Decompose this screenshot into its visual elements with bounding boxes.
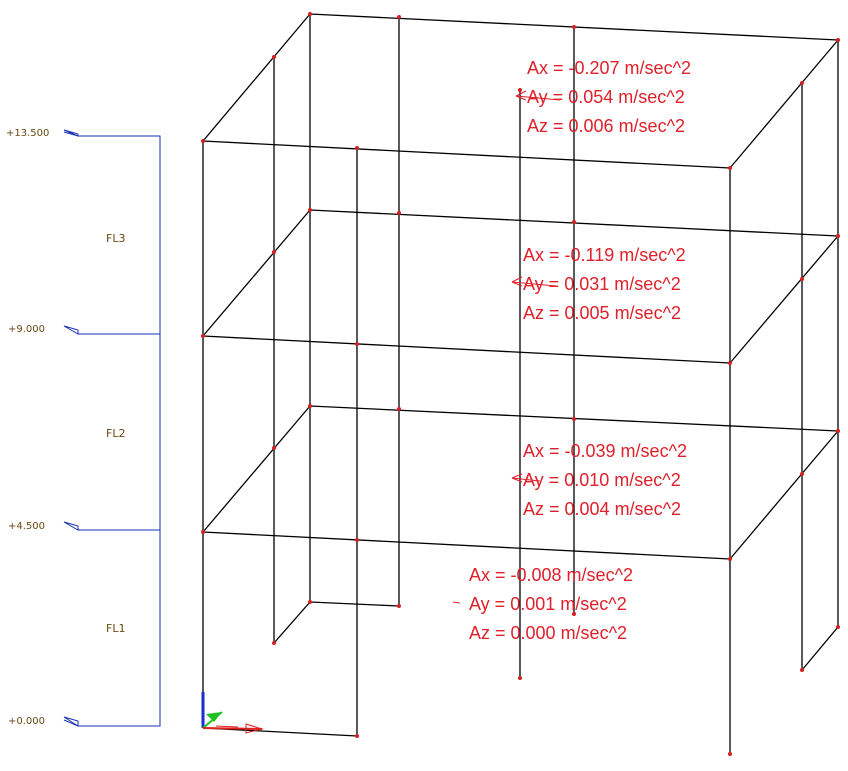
frame-nodes[interactable] (201, 12, 840, 756)
axis-triad (201, 692, 264, 734)
acceleration-block-l1: Ax = -0.039 m/sec^2 Ay = 0.010 m/sec^2 A… (511, 441, 687, 519)
floor-label: FL3 (106, 232, 125, 245)
arrow-icon (515, 90, 561, 101)
level-scale: +13.500 +9.000 +4.500 +0.000 FL3 FL2 FL1 (6, 128, 161, 727)
x-axis-icon (202, 727, 263, 730)
level-label: +13.500 (6, 128, 49, 139)
acceleration-block-l2: Ax = -0.119 m/sec^2 Ay = 0.031 m/sec^2 A… (511, 245, 686, 323)
floor-label: FL1 (106, 622, 125, 635)
acc-ay: Ay = 0.001 m/sec^2 (469, 594, 627, 614)
acc-ay: Ay = 0.054 m/sec^2 (527, 87, 685, 107)
arrow-icon (511, 276, 557, 287)
level-marker: +9.000 (8, 324, 160, 335)
level-label: +0.000 (8, 716, 45, 727)
floor-label: FL2 (106, 427, 125, 440)
acc-ax: Ax = -0.207 m/sec^2 (527, 58, 691, 78)
level-marker: +0.000 (8, 716, 79, 727)
level-label: +4.500 (8, 521, 45, 532)
acceleration-annotations: Ax = -0.207 m/sec^2 Ay = 0.054 m/sec^2 A… (452, 58, 691, 643)
level-marker: +4.500 (8, 521, 160, 532)
level-marker: +13.500 (6, 128, 160, 139)
acc-ax: Ax = -0.008 m/sec^2 (469, 565, 633, 585)
acceleration-block-ground: Ax = -0.008 m/sec^2 Ay = 0.001 m/sec^2 A… (452, 565, 633, 643)
acc-az: Az = 0.004 m/sec^2 (523, 499, 681, 519)
arrow-icon (511, 473, 541, 483)
level-label: +9.000 (8, 324, 45, 335)
acc-az: Az = 0.000 m/sec^2 (469, 623, 627, 643)
acceleration-block-roof: Ax = -0.207 m/sec^2 Ay = 0.054 m/sec^2 A… (515, 58, 691, 136)
structural-frame[interactable] (202, 13, 839, 754)
acc-ax: Ax = -0.119 m/sec^2 (523, 245, 686, 265)
acc-az: Az = 0.005 m/sec^2 (523, 303, 681, 323)
acc-ay: Ay = 0.031 m/sec^2 (523, 274, 681, 294)
acc-az: Az = 0.006 m/sec^2 (527, 116, 685, 136)
arrow-icon (452, 601, 461, 604)
acc-ax: Ax = -0.039 m/sec^2 (523, 441, 687, 461)
acc-ay: Ay = 0.010 m/sec^2 (523, 470, 681, 490)
